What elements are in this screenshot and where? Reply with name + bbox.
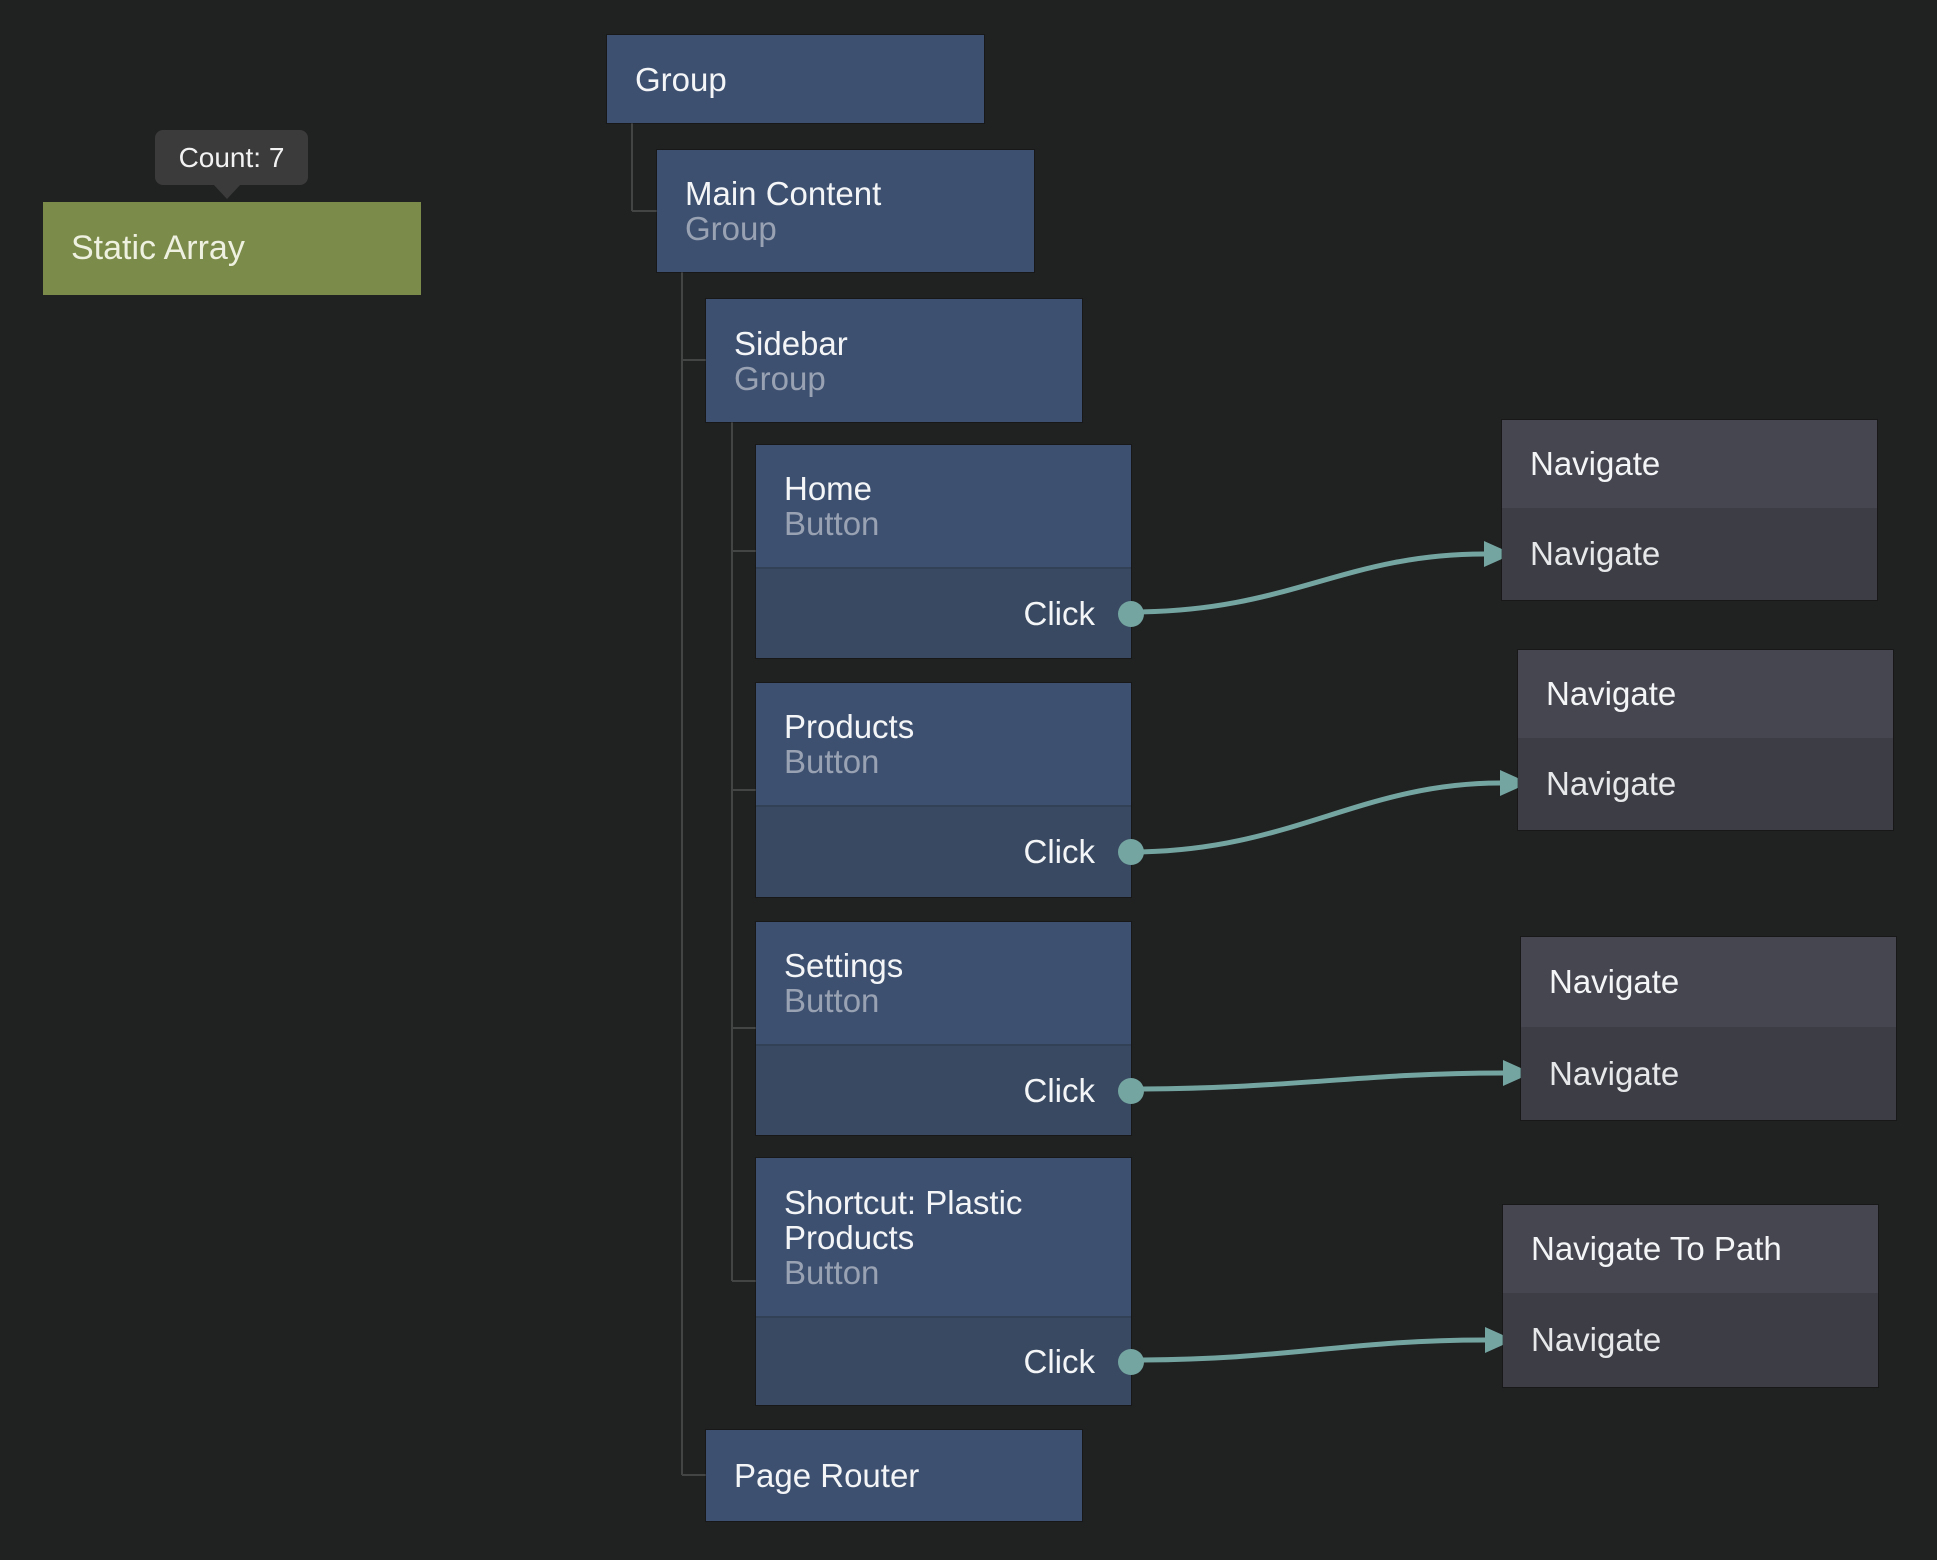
click-output-port[interactable] [1118, 839, 1144, 865]
edge-home-click-to-navigate[interactable] [1128, 551, 1487, 615]
node-sidebar[interactable]: Sidebar Group [706, 299, 1082, 422]
edge-products-click-to-navigate[interactable] [1128, 780, 1503, 855]
node-group[interactable]: Group [607, 35, 984, 123]
navigate-input-row[interactable]: Navigate [1518, 738, 1893, 830]
node-static-array[interactable]: Static Array [43, 202, 421, 295]
node-type-label: Button [784, 505, 880, 542]
click-output-port[interactable] [1118, 1077, 1144, 1104]
node-type-label: Button [784, 982, 880, 1019]
count-tooltip: Count: 7 [155, 130, 308, 185]
node-settings-button[interactable]: Settings Button Click [756, 922, 1144, 1135]
node-navigate-3[interactable]: Navigate Navigate [1521, 937, 1896, 1120]
node-title: Main Content [685, 175, 882, 212]
count-tooltip-label: Count: 7 [178, 141, 285, 173]
node-title: Navigate To Path [1531, 1230, 1782, 1267]
action-node-header: Navigate [1518, 650, 1893, 738]
click-output-port[interactable] [1118, 600, 1144, 627]
node-shortcut-plastic-products-button[interactable]: Shortcut: Plastic Products Button Click [756, 1158, 1144, 1405]
wire-edges [1128, 541, 1532, 1363]
node-title: Navigate [1549, 963, 1680, 1000]
node-title: Home [784, 470, 873, 507]
node-title: Page Router [734, 1457, 920, 1494]
navigate-input-label: Navigate [1530, 535, 1661, 572]
node-title: Group [635, 60, 727, 98]
node-products-button[interactable]: Products Button Click [756, 683, 1144, 897]
node-home-button[interactable]: Home Button Click [756, 445, 1144, 658]
click-output-label: Click [1023, 1342, 1096, 1380]
node-title: Shortcut: Plastic Products [784, 1183, 1023, 1256]
navigate-input-label: Navigate [1549, 1054, 1680, 1092]
node-type-label: Button [784, 1253, 880, 1291]
node-type-label: Group [685, 210, 777, 247]
node-title: Navigate [1546, 675, 1677, 712]
click-output-label: Click [1023, 594, 1096, 632]
node-navigate-1[interactable]: Navigate Navigate [1502, 420, 1877, 600]
node-page-router[interactable]: Page Router [706, 1430, 1082, 1521]
action-node-header: Navigate To Path [1503, 1205, 1878, 1293]
click-output-label: Click [1023, 1071, 1096, 1109]
node-title: Static Array [71, 229, 245, 267]
node-title: Products [784, 708, 915, 745]
navigate-input-row[interactable]: Navigate [1502, 508, 1877, 600]
node-type-label: Group [734, 359, 826, 397]
count-tooltip-pointer [213, 184, 241, 199]
node-title: Settings [784, 947, 904, 984]
navigate-input-row[interactable]: Navigate [1503, 1293, 1878, 1387]
node-navigate-2[interactable]: Navigate Navigate [1518, 650, 1893, 830]
node-title: Sidebar [734, 324, 848, 362]
node-title: Navigate [1530, 445, 1661, 482]
action-node-header: Navigate [1502, 420, 1877, 508]
click-output-port[interactable] [1118, 1348, 1144, 1375]
node-main-content[interactable]: Main Content Group [657, 150, 1034, 272]
click-output-label: Click [1023, 833, 1096, 870]
navigate-input-row[interactable]: Navigate [1521, 1027, 1896, 1120]
action-node-header: Navigate [1521, 937, 1896, 1027]
node-type-label: Button [784, 743, 880, 780]
edge-settings-click-to-navigate[interactable] [1128, 1070, 1506, 1092]
navigate-input-label: Navigate [1546, 765, 1677, 802]
edge-shortcut-click-to-navigate-to-path[interactable] [1128, 1337, 1488, 1363]
navigate-input-label: Navigate [1531, 1321, 1662, 1358]
node-navigate-to-path[interactable]: Navigate To Path Navigate [1503, 1205, 1878, 1387]
